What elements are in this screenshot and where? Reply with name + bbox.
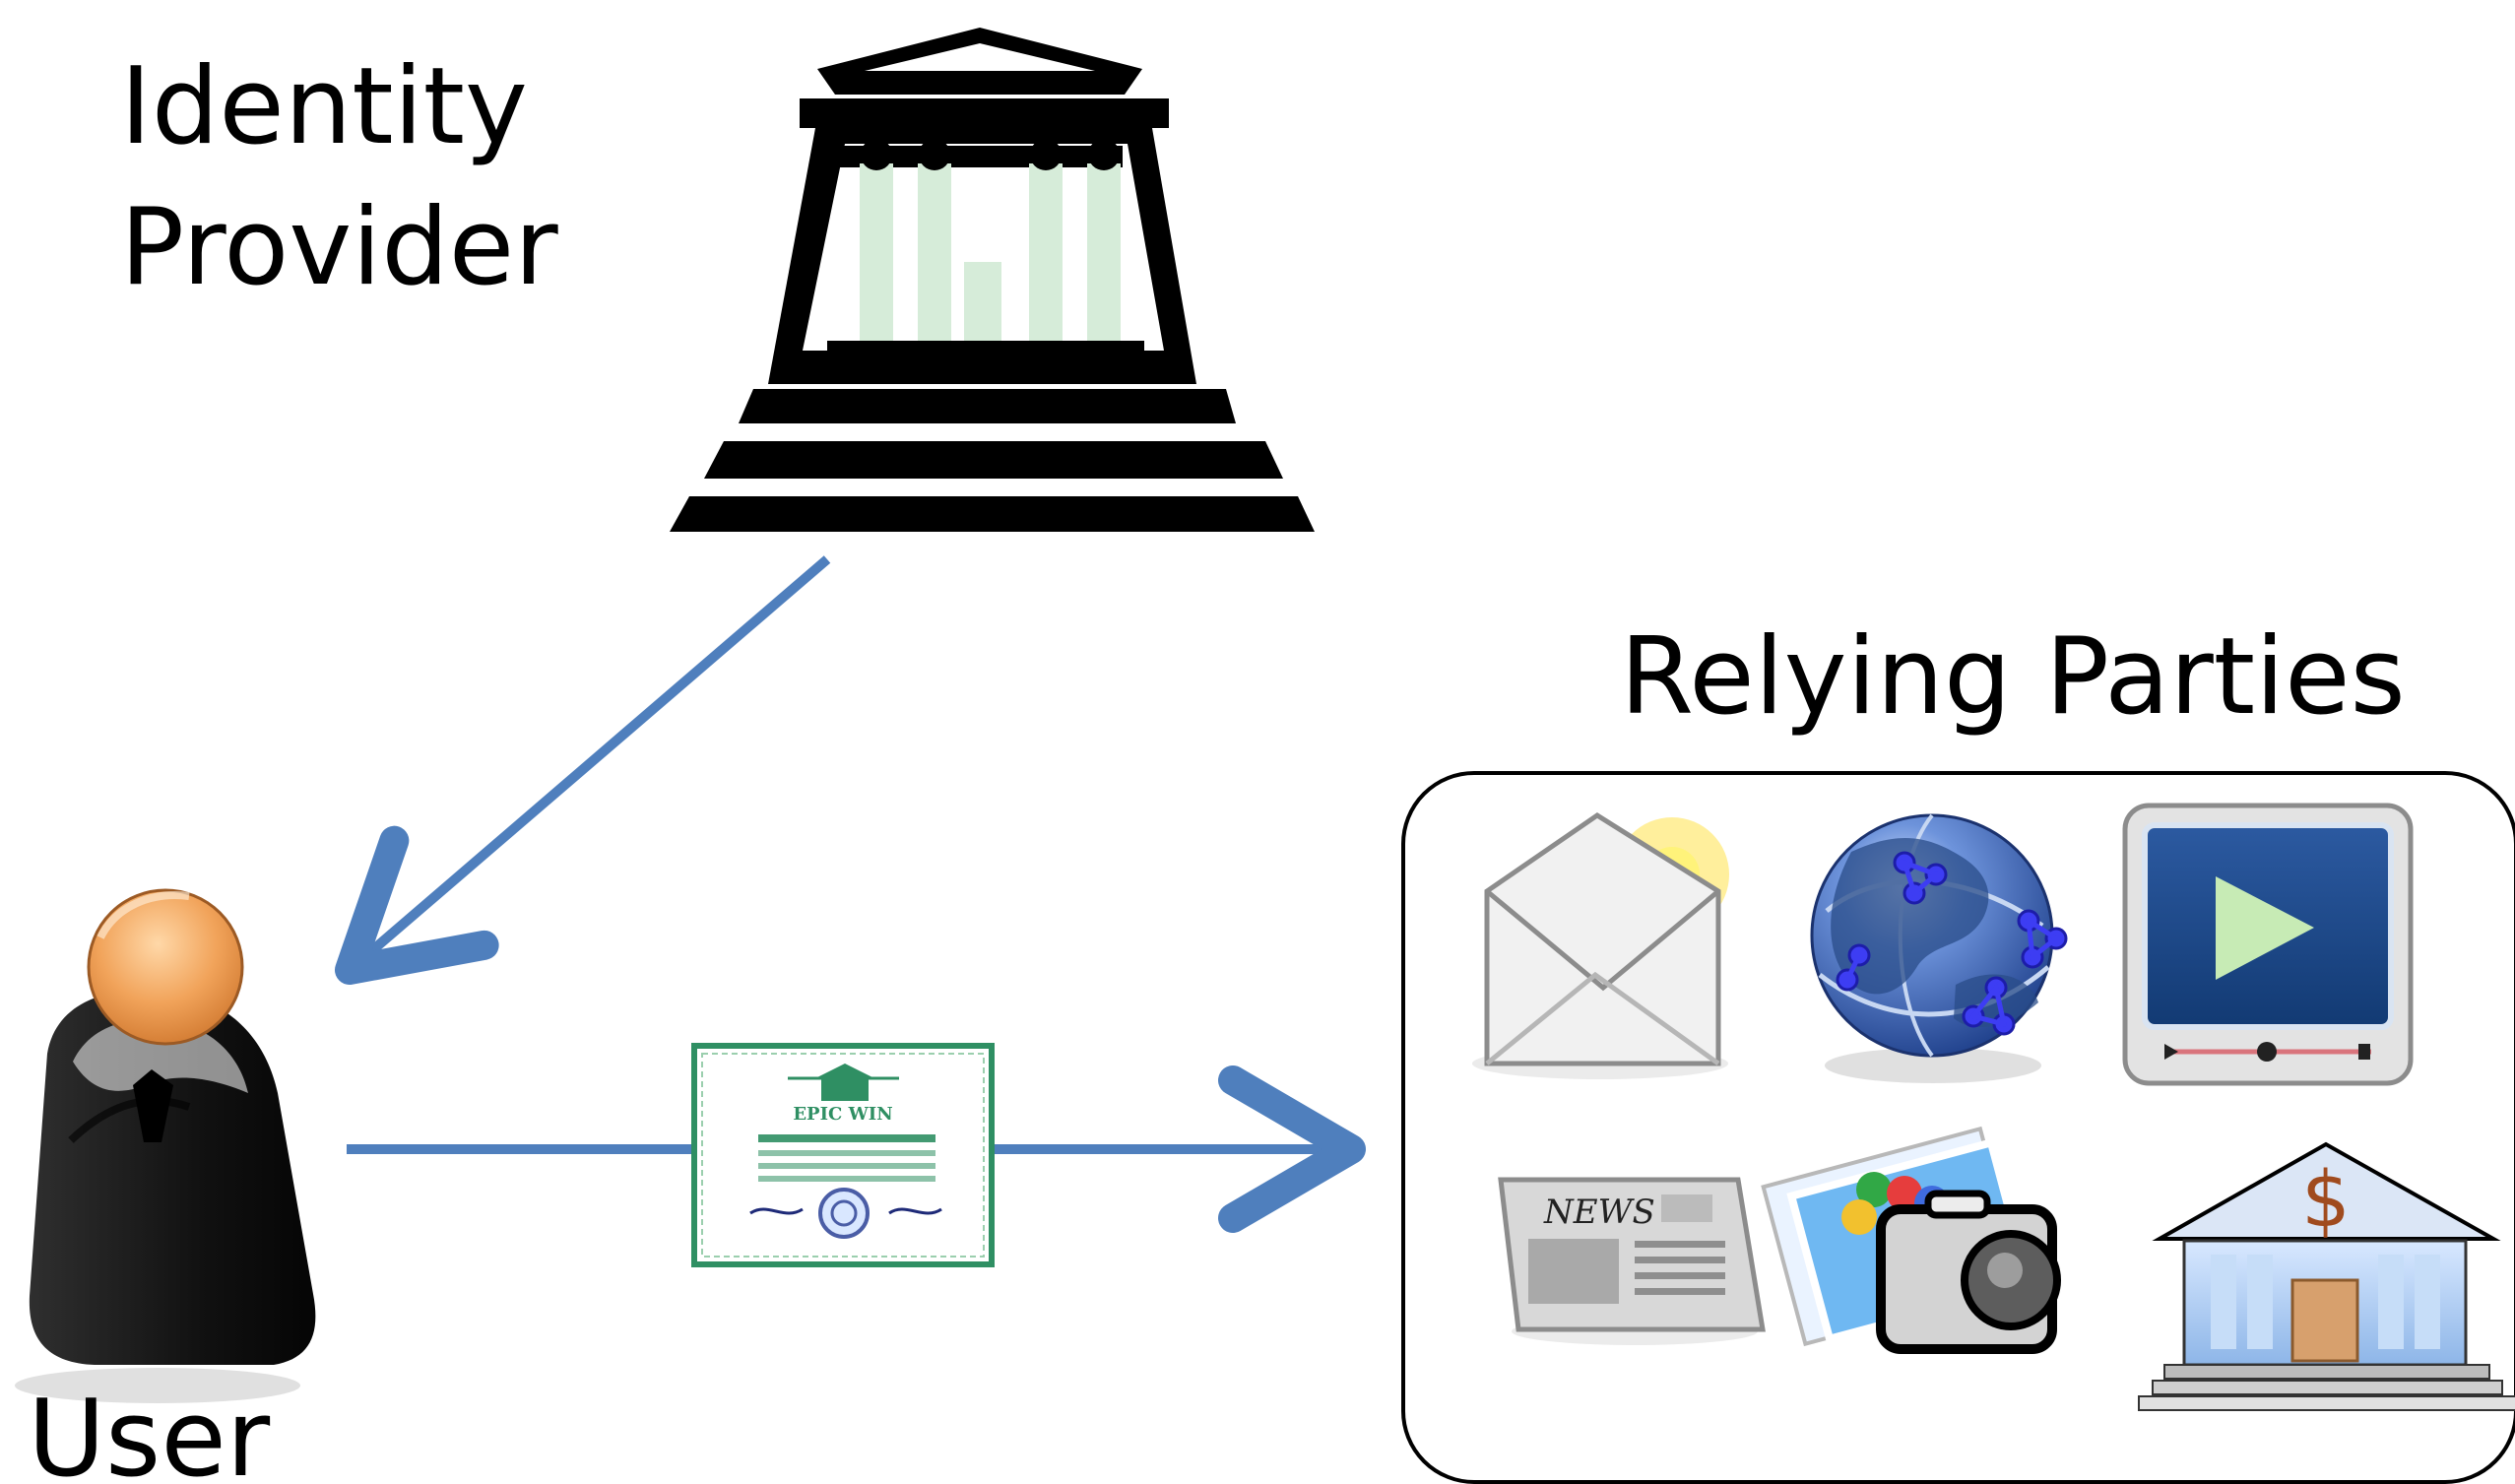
bank-icon: $ [2138,1141,2515,1411]
user-label: User [28,1378,271,1484]
photo-camera-icon [1761,1126,2061,1354]
relying-parties-label: Relying Parties [1620,615,2406,739]
certificate-title: EPIC WIN [793,1104,892,1125]
user-icon [15,888,316,1403]
courthouse-icon [670,28,1315,532]
identity-provider-label-line1: Identity [120,45,528,168]
newspaper-title: NEWS [1543,1193,1655,1232]
certificate-icon: EPIC WIN [691,1043,995,1267]
bank-dollar-symbol: $ [2301,1156,2351,1245]
globe-network-icon [1810,813,2068,1083]
mail-icon [1472,812,1729,1079]
newspaper-icon: NEWS [1498,1177,1766,1345]
video-player-icon [2122,803,2414,1086]
identity-provider-label-line2: Provider [120,186,558,309]
issue-arrow [335,555,831,985]
